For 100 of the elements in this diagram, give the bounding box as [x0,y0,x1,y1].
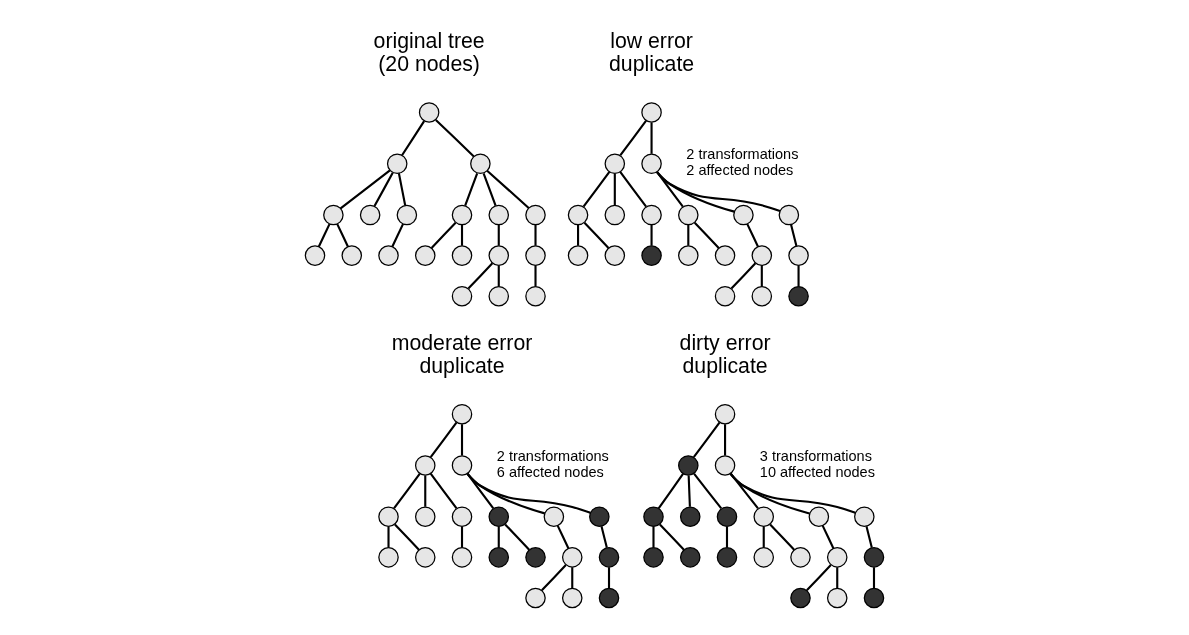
node-circle [778,204,800,226]
connector [650,224,653,246]
node-dot [679,506,701,527]
connector [821,525,835,549]
connector [872,567,876,589]
node-circle [488,285,510,307]
connector [729,472,810,515]
node-circle [525,285,546,307]
node-circle [488,245,510,266]
connector [467,262,494,290]
node-circle [418,102,440,123]
connector [806,564,832,592]
node-dot [790,587,811,609]
connector [339,169,391,210]
connector [317,223,331,247]
node-dot [643,506,664,527]
node-dot [863,547,885,568]
node-circle [714,455,736,476]
node-circle [678,245,699,266]
node-circle [414,245,436,266]
node-circle [641,102,662,123]
node-circle [854,506,875,527]
connector [652,526,655,548]
node-circle [451,285,473,307]
node-circle [451,506,473,527]
node-circle [604,245,626,266]
connector [429,421,458,458]
node-circle [396,204,418,226]
connector [746,223,759,247]
node-circle [826,587,848,609]
connector [541,564,567,592]
node-circle [451,455,473,476]
node-dot [525,547,546,568]
node-dot [716,506,738,527]
connector [429,473,458,510]
node-circle [826,547,848,568]
node-circle [751,285,773,307]
connector [769,523,795,551]
node-circle [451,245,473,266]
node-dot [679,547,701,568]
connector [534,265,537,287]
node-dot [589,506,610,527]
connector [460,224,464,246]
node-circle [733,204,754,226]
connector [430,221,457,249]
connector [391,223,404,247]
node-circle [561,587,583,609]
connector [534,224,537,246]
connector [582,171,611,208]
node-dot [643,547,664,568]
connector [401,120,426,156]
node-dot [641,245,662,266]
node-dot [678,455,699,476]
connector [497,526,500,548]
connector [659,523,685,551]
node-dot [788,285,809,307]
connector [486,169,530,209]
connector [460,424,464,456]
node-circle [751,245,773,266]
connector [607,567,611,589]
label: 2 transformations 2 affected nodes [686,145,799,179]
node-circle [488,204,510,226]
node-circle [567,204,589,226]
connector [687,224,690,246]
node-dot [598,547,620,568]
node-circle [525,245,546,266]
connector [762,526,765,548]
connector [613,173,616,206]
connector [790,224,798,247]
node-circle [604,153,626,175]
connector [464,172,479,206]
node-dot [598,587,620,609]
connector [619,171,647,208]
connector [583,221,610,249]
node-circle [641,204,662,226]
connector [687,475,691,507]
node-circle [714,403,736,425]
label: 2 transformations 6 affected nodes [496,447,609,481]
connector [460,526,464,548]
node-circle [604,204,626,226]
node-circle [378,245,399,266]
node-circle [567,245,589,266]
node-circle [470,153,491,175]
connector [394,523,420,551]
node-circle [323,204,344,226]
node-dot [488,506,510,527]
connector [387,526,390,548]
node-circle [790,547,811,568]
connector [424,475,427,507]
node-circle [341,245,363,266]
connector [692,421,721,458]
connector [393,473,421,510]
node-circle [714,245,736,266]
connector [397,173,407,206]
connector [600,526,608,549]
connector [497,265,500,287]
node-circle [414,547,436,568]
node-circle [543,506,565,527]
node-dot [488,547,510,568]
node-circle [561,547,583,568]
